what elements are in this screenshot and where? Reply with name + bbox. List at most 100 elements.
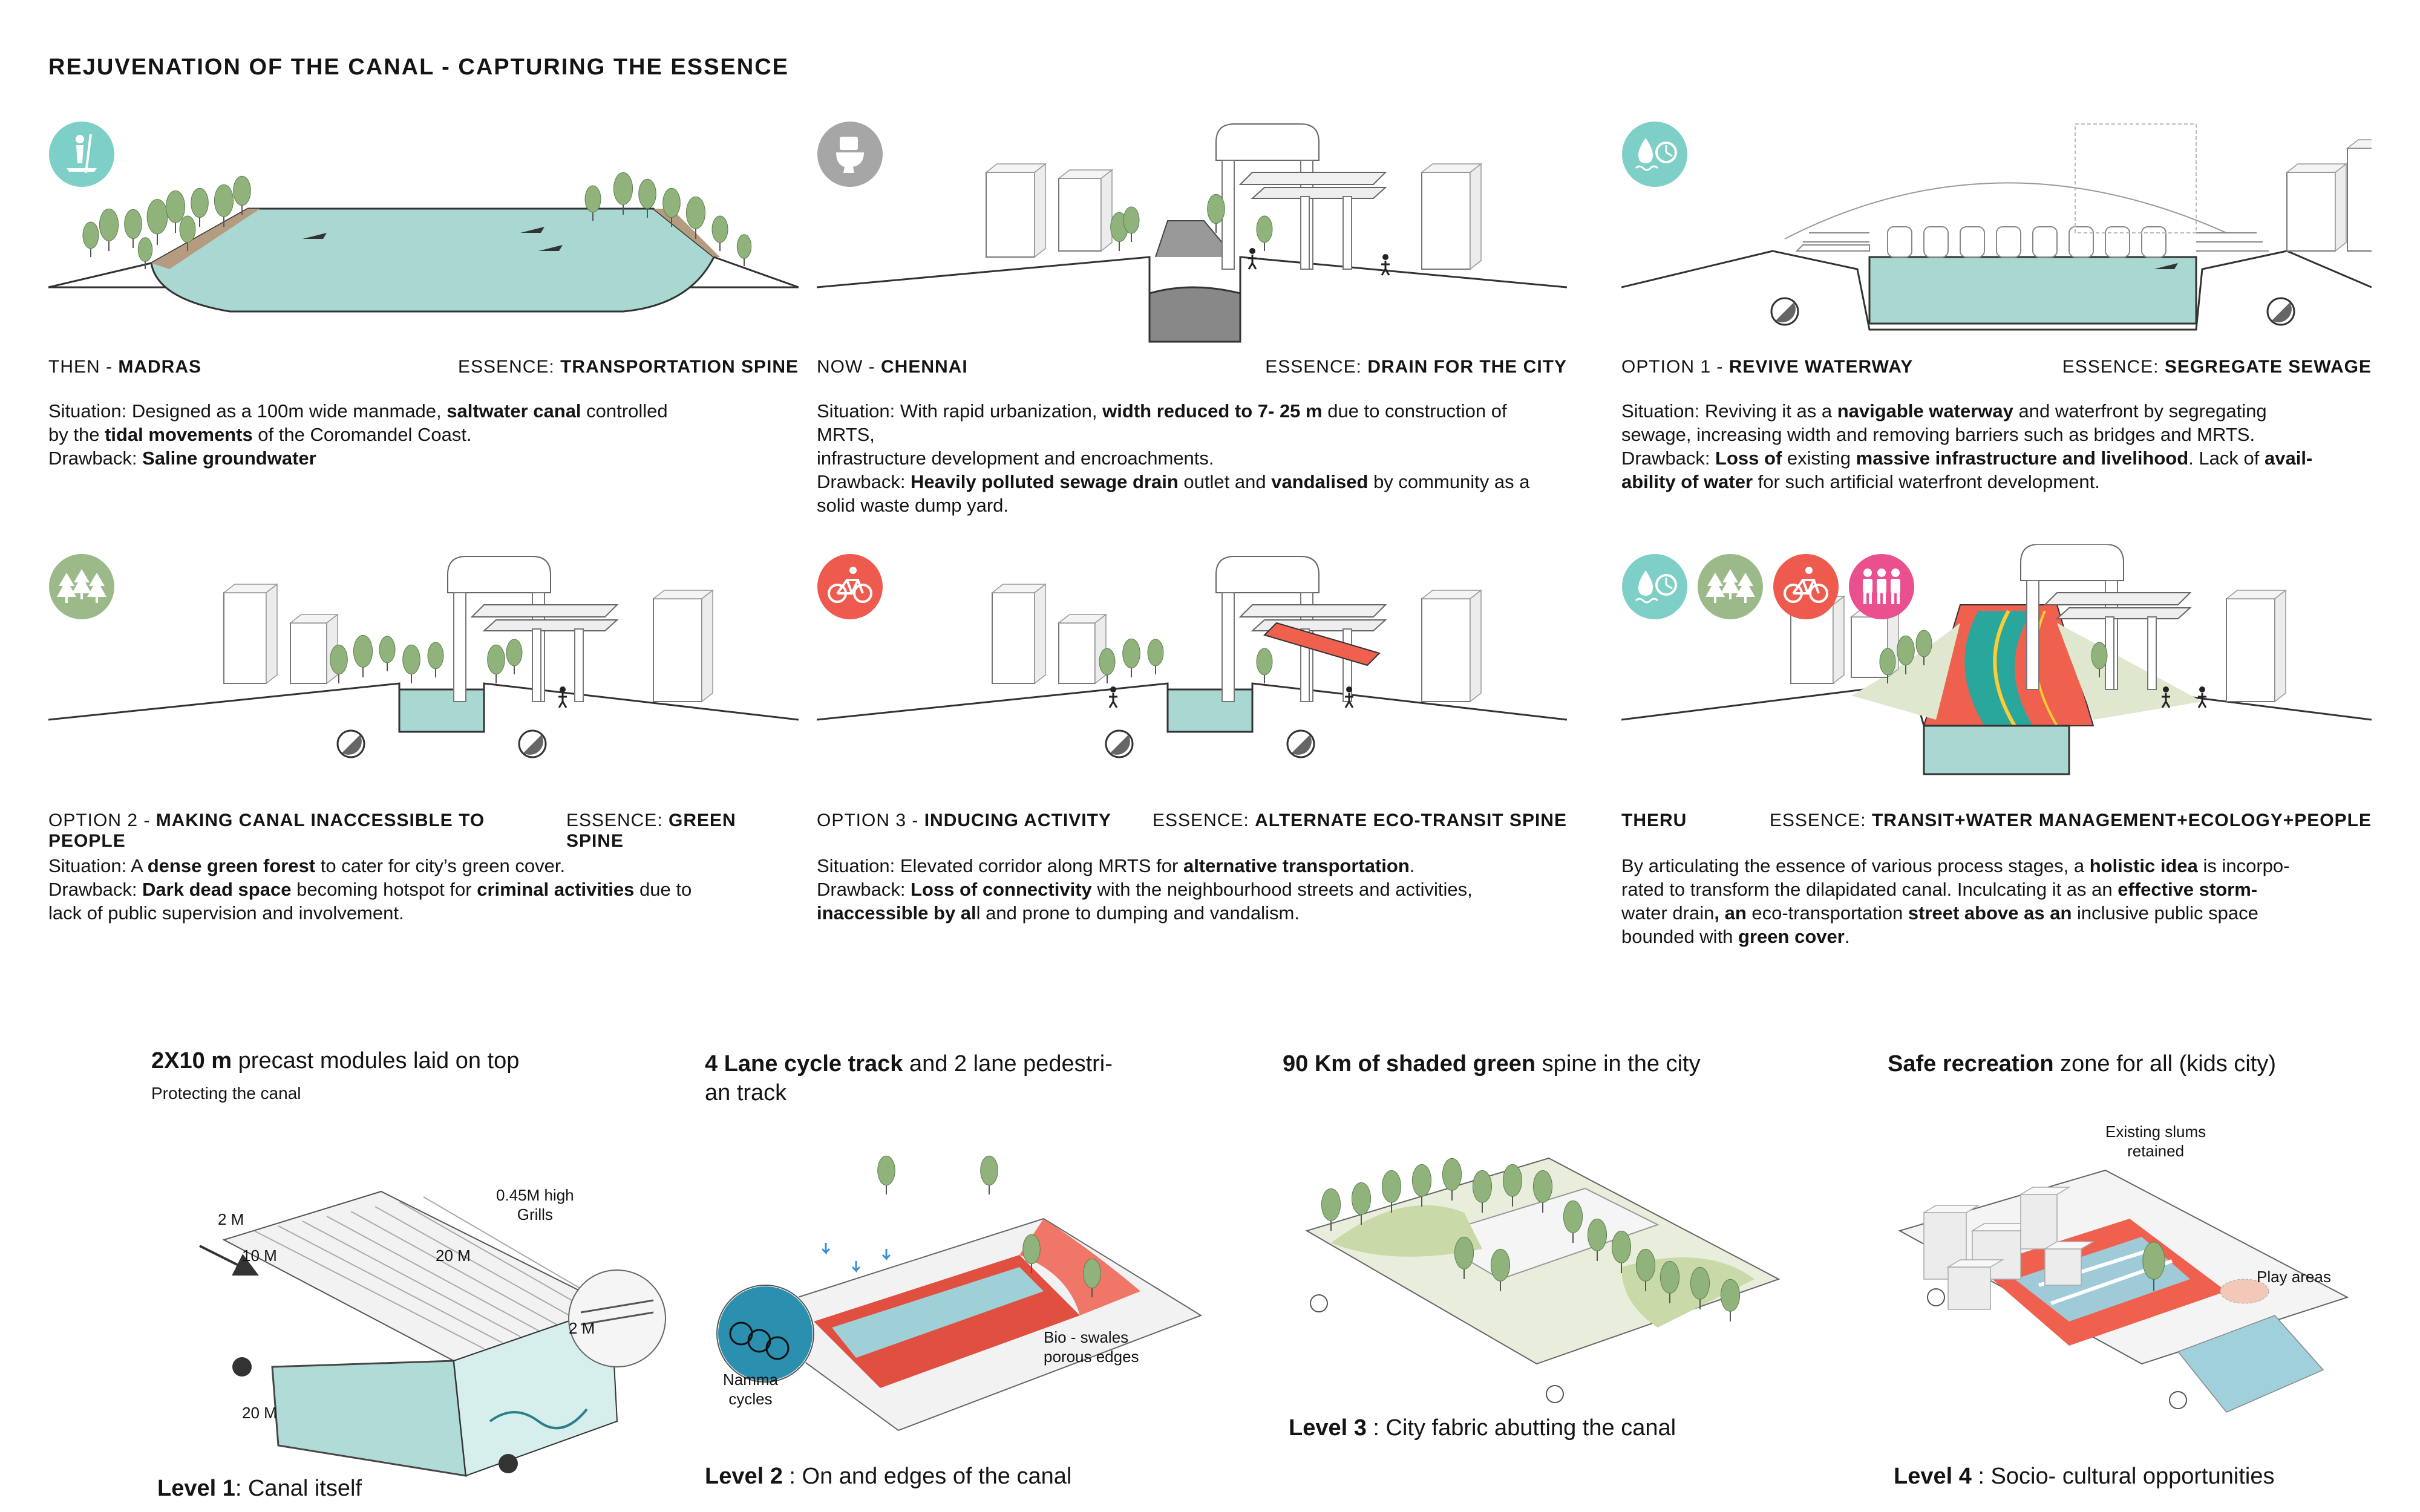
- essence-key: ESSENCE:: [2062, 357, 2165, 377]
- description-line: Situation: Reviving it as a navigable wa…: [1621, 399, 2372, 423]
- level2-block: 4 Lane cycle track and 2 lane pedestri- …: [705, 1049, 1225, 1509]
- scenario-name: REVIVE WATERWAY: [1728, 357, 1914, 377]
- level-name: Level 2: [705, 1464, 783, 1489]
- annotation-slums: Existing slums retained: [2105, 1123, 2206, 1160]
- annotation-d3: 20 M: [436, 1246, 471, 1265]
- tree: [613, 172, 633, 215]
- tree: [137, 237, 153, 269]
- text-run: inclusive public space: [2077, 902, 2258, 924]
- tree: [1897, 635, 1915, 674]
- tree: [1022, 1234, 1041, 1273]
- scenario-name: THERU: [1621, 810, 1687, 830]
- tree: [1123, 206, 1140, 242]
- tree: [711, 215, 728, 251]
- boat: [520, 227, 544, 233]
- text-run: Saline groundwater: [142, 448, 316, 469]
- heading-bold: 2X10 m: [151, 1048, 232, 1074]
- description-line: By articulating the essence of various p…: [1621, 854, 2372, 878]
- scenario-prefix: NOW -: [817, 357, 881, 377]
- heading-bold: Safe recreation: [1888, 1051, 2054, 1077]
- annotation-cycles: Namma cycles: [723, 1370, 779, 1408]
- text-run: saltwater canal: [446, 400, 581, 422]
- essence-value: TRANSIT+WATER MANAGEMENT+ECOLOGY+PEOPLE: [1871, 810, 2372, 830]
- bicycle-icon: [817, 554, 883, 619]
- text-run: eco-transportation: [1751, 902, 1903, 924]
- tree: [506, 639, 523, 674]
- scenario-name: MADRAS: [118, 357, 201, 377]
- text-run: Drawback:: [48, 448, 143, 469]
- section-drawing-option2: [48, 556, 799, 758]
- building: [1420, 163, 1483, 270]
- text-run: ability of water: [1621, 471, 1753, 492]
- text-run: Drawback:: [817, 471, 911, 492]
- tree: [1490, 1248, 1511, 1291]
- level4-illustration: [1898, 1169, 2349, 1413]
- description-line: solid waste dump yard.: [817, 494, 1567, 517]
- scenario-prefix: OPTION 2 -: [48, 810, 156, 830]
- building: [2346, 139, 2372, 252]
- description-line: lack of public supervision and involveme…: [48, 901, 799, 925]
- scenario-name: CHENNAI: [880, 357, 968, 377]
- level2-illustration: [716, 1155, 1203, 1432]
- tree: [1472, 1170, 1493, 1213]
- building: [990, 583, 1047, 685]
- text-run: dense green forest: [147, 855, 316, 876]
- building: [984, 163, 1047, 258]
- tree: [1351, 1182, 1372, 1225]
- text-run: solid waste dump yard.: [817, 495, 1009, 516]
- person-figure: [558, 686, 567, 708]
- text-run: Situation: Reviving it as a: [1621, 400, 1837, 422]
- tree: [685, 196, 706, 239]
- text-run: Situation: With rapid urbanization,: [817, 400, 1103, 422]
- text-run: and waterfront by segregating: [2013, 400, 2267, 422]
- text-run: Drawback:: [1621, 448, 1716, 469]
- section-drawing-now: [817, 123, 1567, 343]
- tree: [1207, 194, 1225, 233]
- description-line: ability of water for such artificial wat…: [1621, 470, 2372, 494]
- text-run: street above as an: [1903, 902, 2077, 924]
- text-run: inaccessible by al: [817, 902, 976, 924]
- level3-illustration: [1305, 1157, 1781, 1403]
- people-icon: [1849, 554, 1914, 619]
- person-figure: [1108, 686, 1118, 708]
- description-line: water drain, an eco-transportation stree…: [1621, 901, 2372, 925]
- person-figure: [2161, 686, 2171, 708]
- building: [222, 583, 279, 685]
- mrts-structure: [447, 556, 619, 702]
- text-run: navigable waterway: [1837, 400, 2013, 422]
- essence-value: TRANSPORTATION SPINE: [560, 357, 799, 377]
- text-run: water drain: [1621, 902, 1715, 924]
- tree: [1256, 648, 1273, 683]
- caption-row-option2: OPTION 2 - MAKING CANAL INACCESSIBLE TO …: [48, 810, 799, 852]
- essence-label: ESSENCE: GREEN SPINE: [566, 810, 799, 852]
- canal-water: [1166, 688, 1254, 733]
- text-run: for such artificial waterfront developme…: [1753, 471, 2100, 492]
- toilet-icon: [817, 122, 883, 187]
- level3-heading: 90 Km of shaded green spine in the city: [1283, 1049, 1767, 1078]
- description-line: Drawback: Saline groundwater: [48, 446, 799, 470]
- essence-label: ESSENCE: ALTERNATE ECO-TRANSIT SPINE: [1153, 810, 1567, 831]
- mrts-structure: [1215, 123, 1387, 270]
- recreation-zone-drawing: [1898, 1169, 2349, 1413]
- text-run: l and prone to dumping and vandalism.: [976, 902, 1300, 924]
- tree: [1083, 1258, 1101, 1297]
- tree: [191, 187, 209, 227]
- rain-arrow-icon: [821, 1243, 831, 1255]
- description-option1: Situation: Reviving it as a navigable wa…: [1621, 399, 2372, 494]
- rain-arrow-icon: [881, 1249, 891, 1261]
- slum-building: [1922, 1205, 1980, 1280]
- annotation-d4: 20 M: [242, 1404, 277, 1422]
- essence-label: ESSENCE: TRANSPORTATION SPINE: [458, 357, 799, 377]
- sewer-pipe: [1286, 729, 1315, 758]
- sewer-pipe: [336, 729, 365, 758]
- level3-caption: Level 3 : City fabric abutting the canal: [1289, 1415, 1676, 1441]
- description-theru: By articulating the essence of various p…: [1621, 854, 2372, 948]
- bicycle-icon: [1773, 554, 1839, 619]
- text-run: criminal activities: [477, 879, 635, 900]
- heading-bold: 90 Km of shaded green: [1283, 1051, 1536, 1077]
